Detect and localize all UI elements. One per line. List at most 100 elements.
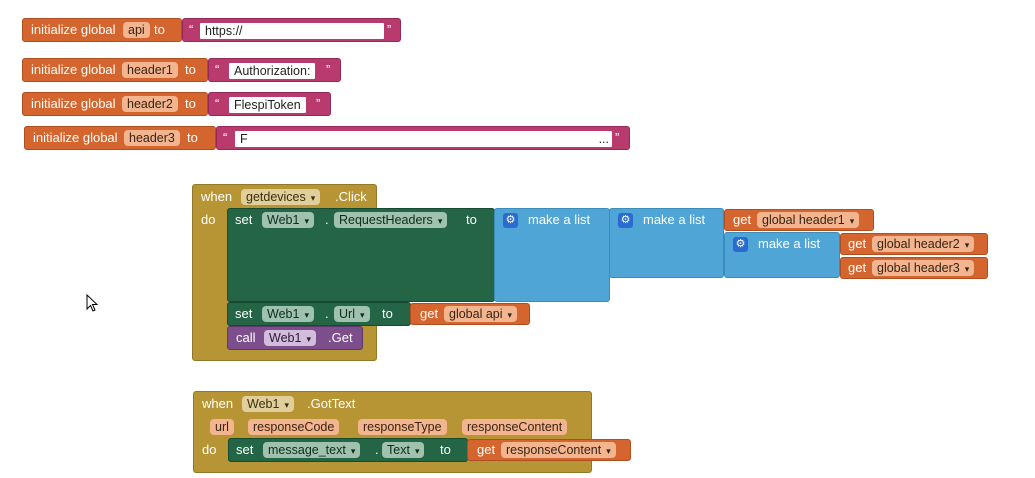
init-global-label: initialize global [31,96,116,111]
to-label: to [154,22,165,37]
to-label: to [466,212,477,227]
variable-dropdown-responsecontent[interactable]: responseContent ▾ [501,442,616,458]
init-global-header1-block[interactable]: initialize global header1 to [22,58,208,82]
do-label: do [202,442,217,457]
close-quote: ” [615,130,620,145]
set-web1-url-block[interactable]: set Web1 ▾ . Url▾ to [227,302,411,326]
init-global-api-block[interactable]: initialize global api to [22,18,182,42]
get-label: get [477,442,496,457]
dropdown-arrow-icon: ▾ [306,334,311,344]
component-name: Web1 [267,307,300,321]
property-name: Text [387,443,410,457]
get-label: get [733,212,752,227]
variable-dropdown-header1[interactable]: global header1▾ [757,212,860,228]
param-responsetype[interactable]: responseType [358,419,447,435]
dropdown-arrow-icon: ▾ [310,193,316,203]
dot-separator: . [325,306,329,321]
component-dropdown-message-text[interactable]: message_text ▾ [263,442,361,458]
when-label: when [202,396,234,411]
init-global-label: initialize global [31,62,116,77]
component-dropdown-web1[interactable]: Web1▾ [262,212,314,228]
param-responsecontent[interactable]: responseContent [462,419,568,435]
dropdown-arrow-icon: ▾ [606,446,611,456]
close-quote: ” [326,62,331,77]
set-message-text-text-block[interactable]: set message_text ▾ . Text ▾ to [228,438,468,462]
dot-separator: . [325,212,329,227]
header3-value-field[interactable]: F ... [235,131,612,147]
init-global-header2-block[interactable]: initialize global header2 to [22,92,208,116]
param-responsecode[interactable]: responseCode [248,419,340,435]
make-a-list-label: make a list [758,236,821,251]
string-block-header3[interactable]: “ F ... ” [216,126,630,150]
variable-name: responseContent [506,443,602,457]
dot-separator: . [375,442,379,457]
component-dropdown-web1[interactable]: Web1▾ [242,396,294,412]
header1-value-field[interactable]: Authorization: [229,63,316,79]
string-block-api[interactable]: “ https:// ” [182,18,401,42]
set-label: set [235,212,253,227]
component-name: message_text [268,443,346,457]
header2-value-field[interactable]: FlespiToken [229,97,306,113]
mutator-gear-icon[interactable]: ⚙ [733,237,748,252]
set-web1-requestheaders-block[interactable]: set Web1▾ . RequestHeaders ▾ to [227,208,495,302]
make-a-list-block-outer[interactable]: ⚙ make a list [494,208,610,302]
global-name-api[interactable]: api [123,22,150,38]
variable-dropdown-api[interactable]: global api ▾ [444,306,518,322]
component-dropdown-web1[interactable]: Web1 ▾ [262,306,314,322]
variable-dropdown-header3[interactable]: global header3▾ [872,260,975,276]
make-a-list-block-middle[interactable]: ⚙ make a list [609,208,724,278]
make-a-list-label: make a list [528,212,591,227]
component-name: Web1 [267,213,300,227]
dropdown-arrow-icon: ▾ [437,216,443,226]
get-label: get [848,260,867,275]
open-quote: “ [223,130,228,145]
dropdown-arrow-icon: ▾ [304,310,309,320]
call-web1-get-block[interactable]: call Web1▾ .Get [227,326,363,350]
mutator-gear-icon[interactable]: ⚙ [618,213,633,228]
to-label: to [382,306,393,321]
property-name: Url [339,307,355,321]
property-dropdown-requestheaders[interactable]: RequestHeaders ▾ [334,212,448,228]
do-label: do [201,212,216,227]
make-a-list-block-inner[interactable]: ⚙ make a list [724,232,840,278]
open-quote: “ [215,96,220,111]
init-global-header3-block[interactable]: initialize global header3 to [24,126,216,150]
to-label: to [440,442,451,457]
variable-name: global header3 [877,261,960,275]
mutator-gear-icon[interactable]: ⚙ [503,213,518,228]
component-dropdown-getdevices[interactable]: getdevices▾ [241,189,321,205]
property-dropdown-text[interactable]: Text ▾ [382,442,425,458]
dropdown-arrow-icon: ▾ [964,240,970,250]
to-label: to [187,130,198,145]
dropdown-arrow-icon: ▾ [414,446,420,456]
get-global-api-block[interactable]: get global api▾ [410,303,530,325]
header3-value-ellipsis: ... [598,132,609,146]
mouse-pointer-icon [86,294,99,312]
variable-name: global api [449,307,503,321]
call-label: call [236,330,256,345]
property-dropdown-url[interactable]: Url▾ [334,306,370,322]
get-responsecontent-block[interactable]: get responseContent ▾ [467,439,631,461]
dropdown-arrow-icon: ▾ [507,310,513,320]
global-name-header1[interactable]: header1 [122,62,178,78]
variable-dropdown-header2[interactable]: global header2 ▾ [872,236,975,252]
set-label: set [236,442,254,457]
string-block-header1[interactable]: “ Authorization: ” [208,58,341,82]
get-global-header3-block[interactable]: get global header3▾ [840,257,988,279]
string-block-header2[interactable]: “ FlespiToken ” [208,92,331,116]
dropdown-arrow-icon: ▾ [350,446,356,456]
api-url-field[interactable]: https:// [200,23,384,39]
get-global-header2-block[interactable]: get global header2▾ [840,233,988,255]
component-dropdown-web1[interactable]: Web1▾ [264,330,316,346]
open-quote: “ [215,62,220,77]
open-quote: “ [189,22,194,37]
component-name: Web1 [247,397,280,411]
global-name-header3[interactable]: header3 [124,130,180,146]
get-global-header1-block[interactable]: get global header1▾ [724,209,874,231]
param-url[interactable]: url [210,419,234,435]
variable-name: global header1 [762,213,845,227]
global-name-header2[interactable]: header2 [122,96,178,112]
variable-name: global header2 [877,237,960,251]
property-name: RequestHeaders [339,213,433,227]
set-label: set [235,306,253,321]
